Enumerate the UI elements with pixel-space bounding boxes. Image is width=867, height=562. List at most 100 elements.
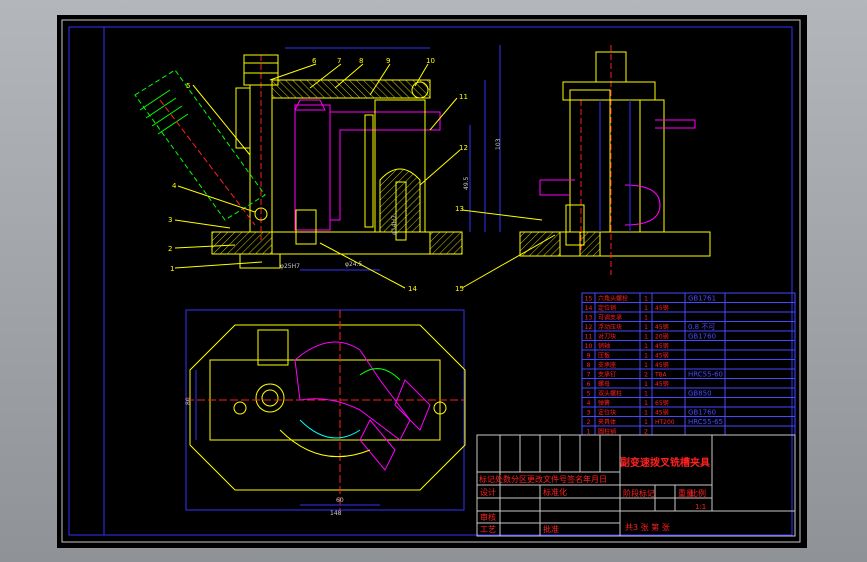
binding-margin: [68, 26, 105, 536]
bom-row-qty: 1: [644, 315, 648, 322]
bom-row-no: 13: [585, 315, 593, 322]
callout-number: 12: [459, 144, 468, 152]
bom-row-name: 浮动压块: [598, 323, 622, 331]
bom-row-no: 15: [585, 296, 593, 303]
bom-row-standard: GB850: [688, 390, 712, 398]
design-label: 设计: [480, 487, 496, 497]
title-block: [476, 434, 796, 537]
approve-label: 批准: [543, 524, 559, 534]
base-foot: [239, 253, 281, 269]
bom-row-qty: 1: [644, 334, 648, 341]
bom-row-qty: 1: [644, 362, 648, 369]
callout-number: 13: [455, 205, 464, 213]
bom-row-qty: 1: [644, 305, 648, 312]
review-label: 审核: [480, 512, 496, 522]
callout-number: 9: [386, 57, 390, 65]
callout-number: 7: [337, 57, 341, 65]
bom-row-no: 6: [587, 381, 591, 388]
bom-row-qty: 1: [644, 391, 648, 398]
clamp-arm: [271, 79, 431, 99]
side-column: [569, 89, 611, 233]
bom-row-material: 20钢: [655, 333, 669, 341]
standardize-label: 标准化: [543, 487, 567, 497]
process-label: 工艺: [480, 525, 496, 534]
drawing-canvas[interactable]: 15六角头螺栓1GB176114定位销145钢13可调支承112浮动压块145钢…: [57, 15, 807, 548]
bom-row-no: 8: [587, 362, 591, 369]
bom-row-standard: HRC55-60: [688, 371, 723, 379]
bom-row-no: 4: [587, 400, 591, 407]
callout-number: 10: [426, 57, 435, 65]
pivot-pin: [411, 81, 429, 99]
bom-row-name: 支承钉: [598, 371, 616, 379]
bom-row-no: 14: [585, 305, 593, 312]
bom-row-qty: 1: [644, 343, 648, 350]
side-view: [519, 45, 711, 275]
callout-number: 1: [170, 265, 174, 273]
bom-row-qty: 1: [644, 324, 648, 331]
bom-row-no: 1: [587, 429, 591, 436]
dimension-text: 49.5: [463, 176, 470, 190]
base-hatch-left: [211, 231, 273, 255]
bom-row-material: 45钢: [655, 304, 669, 312]
scale-label: 比例: [690, 488, 706, 498]
bom-row-standard: 0.8 不可: [688, 323, 715, 331]
revision-header: 标记处数分区更改文件号签名年月日: [479, 474, 607, 484]
sheet-count: 共3 张 第 张: [625, 522, 670, 532]
bom-row-qty: 1: [644, 353, 648, 360]
callout-number: 11: [459, 93, 468, 101]
dimension-text: 80: [185, 397, 192, 405]
bom-row-name: 对刀块: [598, 333, 616, 341]
bom-row-name: 可调支承: [598, 314, 622, 322]
scale-value: 1:1: [695, 503, 706, 511]
callout-number: 3: [168, 216, 172, 224]
bom-row-no: 9: [587, 353, 591, 360]
outer-frame: [61, 19, 801, 543]
adjustable-support: [395, 181, 407, 241]
bom-grid-lines: [582, 293, 795, 435]
bom-row-name: 定位销: [598, 304, 616, 312]
workpiece-front: [294, 104, 331, 231]
bom-row-standard: HRC55-65: [688, 418, 723, 426]
drawing-title: 副变速拨叉铣槽夹具: [620, 456, 710, 469]
stud-hole: [255, 383, 285, 413]
bom-row-no: 5: [587, 391, 591, 398]
bom-row-material: 65钢: [655, 399, 669, 407]
bom-row-no: 2: [587, 419, 591, 426]
bom-row-material: 45钢: [655, 323, 669, 331]
bom-row-name: 压板: [598, 352, 610, 360]
dimension-text: 103: [495, 138, 502, 150]
callout-number: 5: [186, 82, 190, 90]
dimension-text: 148: [330, 510, 342, 517]
bom-row-material: 45钢: [655, 380, 669, 388]
bom-row-name: 弹簧: [598, 399, 610, 407]
bom-row-qty: 1: [644, 381, 648, 388]
bom-row-no: 11: [585, 334, 593, 341]
bom-row-qty: 1: [644, 419, 648, 426]
top-view: [185, 309, 466, 511]
support-hatch: [379, 168, 421, 233]
bom-row-material: T8A: [654, 372, 667, 379]
bom-row-standard: GB1761: [688, 295, 716, 303]
dimension-text: φ25H7: [280, 263, 300, 270]
workpiece-phantom: [134, 69, 266, 221]
callout-number: 4: [172, 182, 177, 190]
bom-row-no: 12: [585, 324, 593, 331]
bom-row-qty: 2: [644, 372, 648, 379]
callout-number: 2: [168, 245, 172, 253]
bom-row-name: 销轴: [598, 342, 610, 350]
bom-row-name: 定位块: [598, 409, 616, 417]
callout-number: 8: [359, 57, 363, 65]
callout-number: 6: [312, 57, 317, 65]
side-bracket: [235, 87, 251, 149]
bom-row-qty: 1: [644, 400, 648, 407]
bom-row-material: 45钢: [655, 361, 669, 369]
bom-row-name: 螺母: [598, 380, 610, 388]
top-view-frame: [185, 309, 465, 511]
bom-row-qty: 2: [644, 429, 648, 436]
bom-row-material: 45钢: [655, 342, 669, 350]
